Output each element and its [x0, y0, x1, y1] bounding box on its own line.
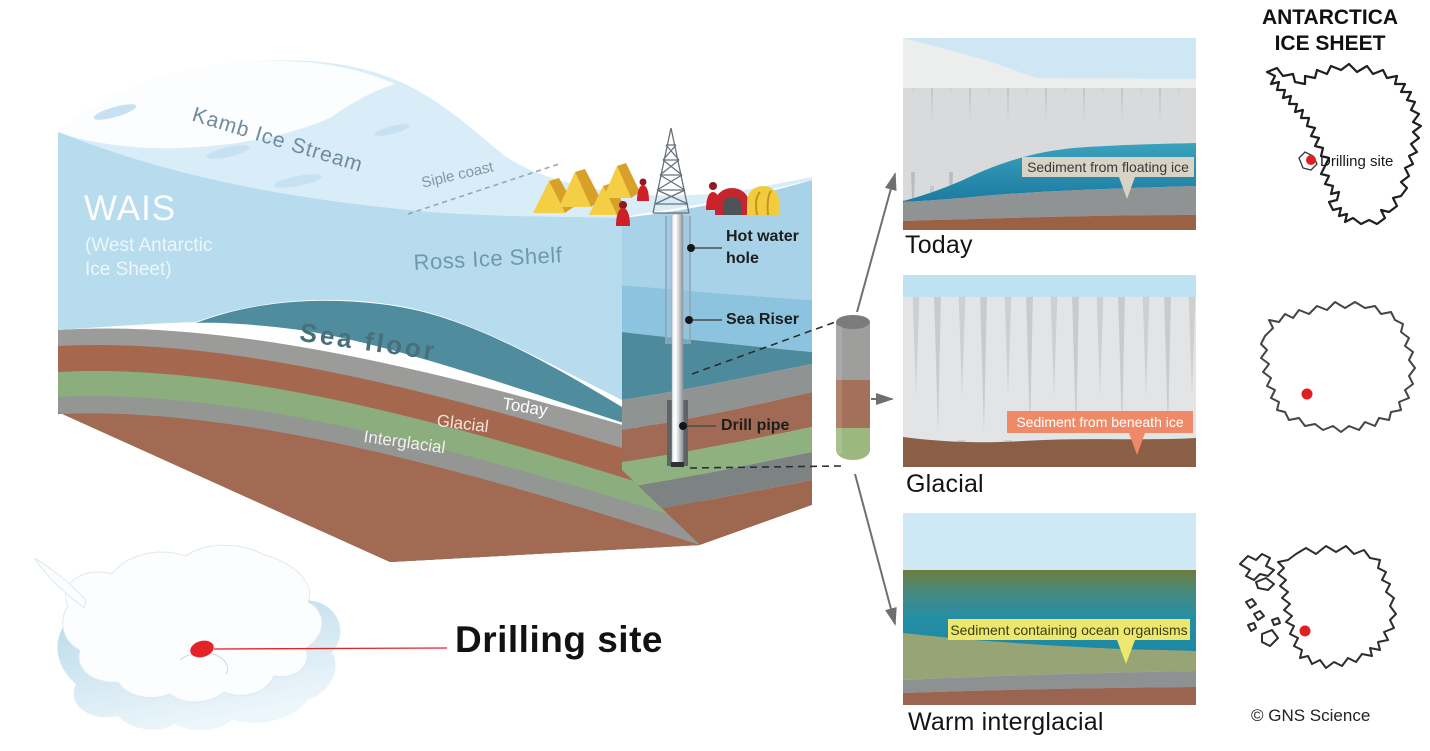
sediment-core: [836, 315, 870, 460]
snow-dome: [58, 60, 395, 149]
panel-glacial-graphic: [903, 275, 1196, 467]
label-pointer: [1119, 177, 1135, 199]
antarctica-3d-map: [33, 544, 448, 731]
panel-warm-interglacial: Sediment containing ocean organisms Warm…: [903, 513, 1196, 745]
copyright-credit: © GNS Science: [1251, 706, 1371, 725]
label-pointer: [1117, 640, 1135, 664]
panel-arrows: [854, 172, 897, 626]
hot-water-hole-label-line2: hole: [726, 250, 759, 267]
panel-caption-today: Today: [905, 231, 973, 259]
panel-caption-warm: Warm interglacial: [908, 708, 1104, 736]
panel-caption-glacial: Glacial: [906, 470, 984, 498]
map-glacial-outline: [1260, 301, 1416, 433]
siple-coast-line: [407, 162, 563, 215]
ice-block: [58, 60, 812, 562]
drilling-site-marker: [1299, 625, 1311, 637]
panel-glacial: Sediment from beneath ice Glacial: [903, 275, 1196, 505]
sediment-brown: [903, 437, 1196, 467]
drill-camp: [533, 127, 779, 226]
sediment-label-today: Sediment from floating ice: [1022, 157, 1194, 177]
sediment-brown: [903, 215, 1196, 230]
drill-label-leaders: [679, 244, 722, 430]
hot-water-hole-label-line1: Hot water: [726, 228, 799, 245]
sediment-green: [903, 633, 1196, 680]
front-strata: [58, 328, 700, 562]
wais-title: WAIS: [84, 189, 177, 228]
sea-floor-surface: [196, 300, 700, 448]
sediment-gray: [903, 671, 1196, 693]
drilling-site-leader-line: [213, 647, 448, 650]
wais-subtitle-line2: Ice Sheet): [85, 259, 172, 280]
label-pointer: [1129, 433, 1145, 455]
sediment-brown: [903, 687, 1196, 705]
quonset-hut-icon: [715, 186, 779, 216]
ice-front-face: [58, 132, 622, 400]
map-interglacial-outline: [1239, 545, 1397, 669]
pyramid-tent-icons: [533, 163, 640, 215]
sea-riser-label: Sea Riser: [726, 311, 799, 328]
panel-today-graphic: [903, 38, 1196, 230]
drilling-site-marker: [190, 640, 214, 658]
surface-streaks: [93, 104, 410, 188]
drill-string: [665, 213, 691, 467]
map-today-outline: [1265, 62, 1423, 226]
wais-subtitle-line1: (West Antarctic: [85, 235, 213, 256]
panel-warm-graphic: [903, 513, 1196, 705]
drill-tower-icon: [652, 127, 690, 214]
sediment-label-glacial: Sediment from beneath ice: [1007, 411, 1193, 433]
core-projection-lines: [689, 320, 842, 469]
drilling-site-marker: [1306, 155, 1316, 165]
drill-pipe-label: Drill pipe: [721, 417, 790, 434]
panel-today: Sediment from floating ice Today: [903, 38, 1196, 268]
drilling-site-marker: [1301, 388, 1313, 400]
sediment-label-warm: Sediment containing ocean organisms: [948, 619, 1190, 640]
drilling-site-label: Drilling site: [455, 619, 663, 660]
antarctica-ice-sheet-title: ANTARCTICA ICE SHEET: [1261, 6, 1399, 55]
map-drilling-site-label: Drilling site: [1320, 153, 1394, 170]
